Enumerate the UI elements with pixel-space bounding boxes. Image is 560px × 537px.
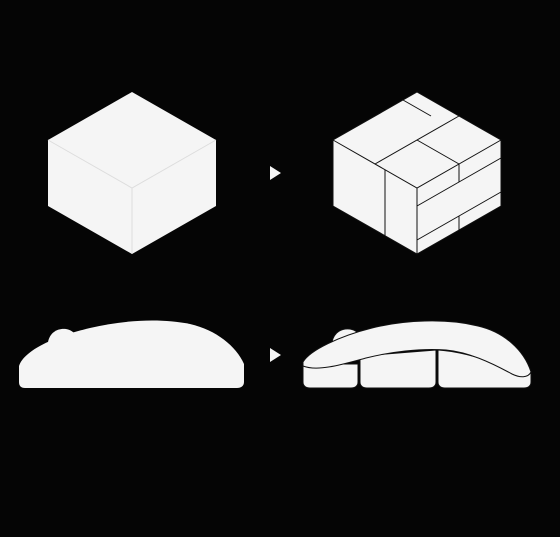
cushion-block-left xyxy=(302,363,359,389)
segmented-dome-cushion xyxy=(302,320,532,389)
solid-dome-body xyxy=(19,320,244,388)
triangle-right-icon xyxy=(270,348,281,362)
solid-dome-cushion xyxy=(19,320,244,388)
top-seam-3 xyxy=(416,139,460,165)
solid-cube-left-face xyxy=(48,140,132,254)
segmented-cube xyxy=(332,91,502,255)
cushion-dome-shell xyxy=(302,320,532,378)
triangle-right-icon xyxy=(270,166,281,180)
top-seam-2 xyxy=(402,99,432,117)
solid-cube-right-face xyxy=(132,140,216,254)
solid-cube xyxy=(47,92,217,254)
cushion-block-middle xyxy=(359,349,437,389)
